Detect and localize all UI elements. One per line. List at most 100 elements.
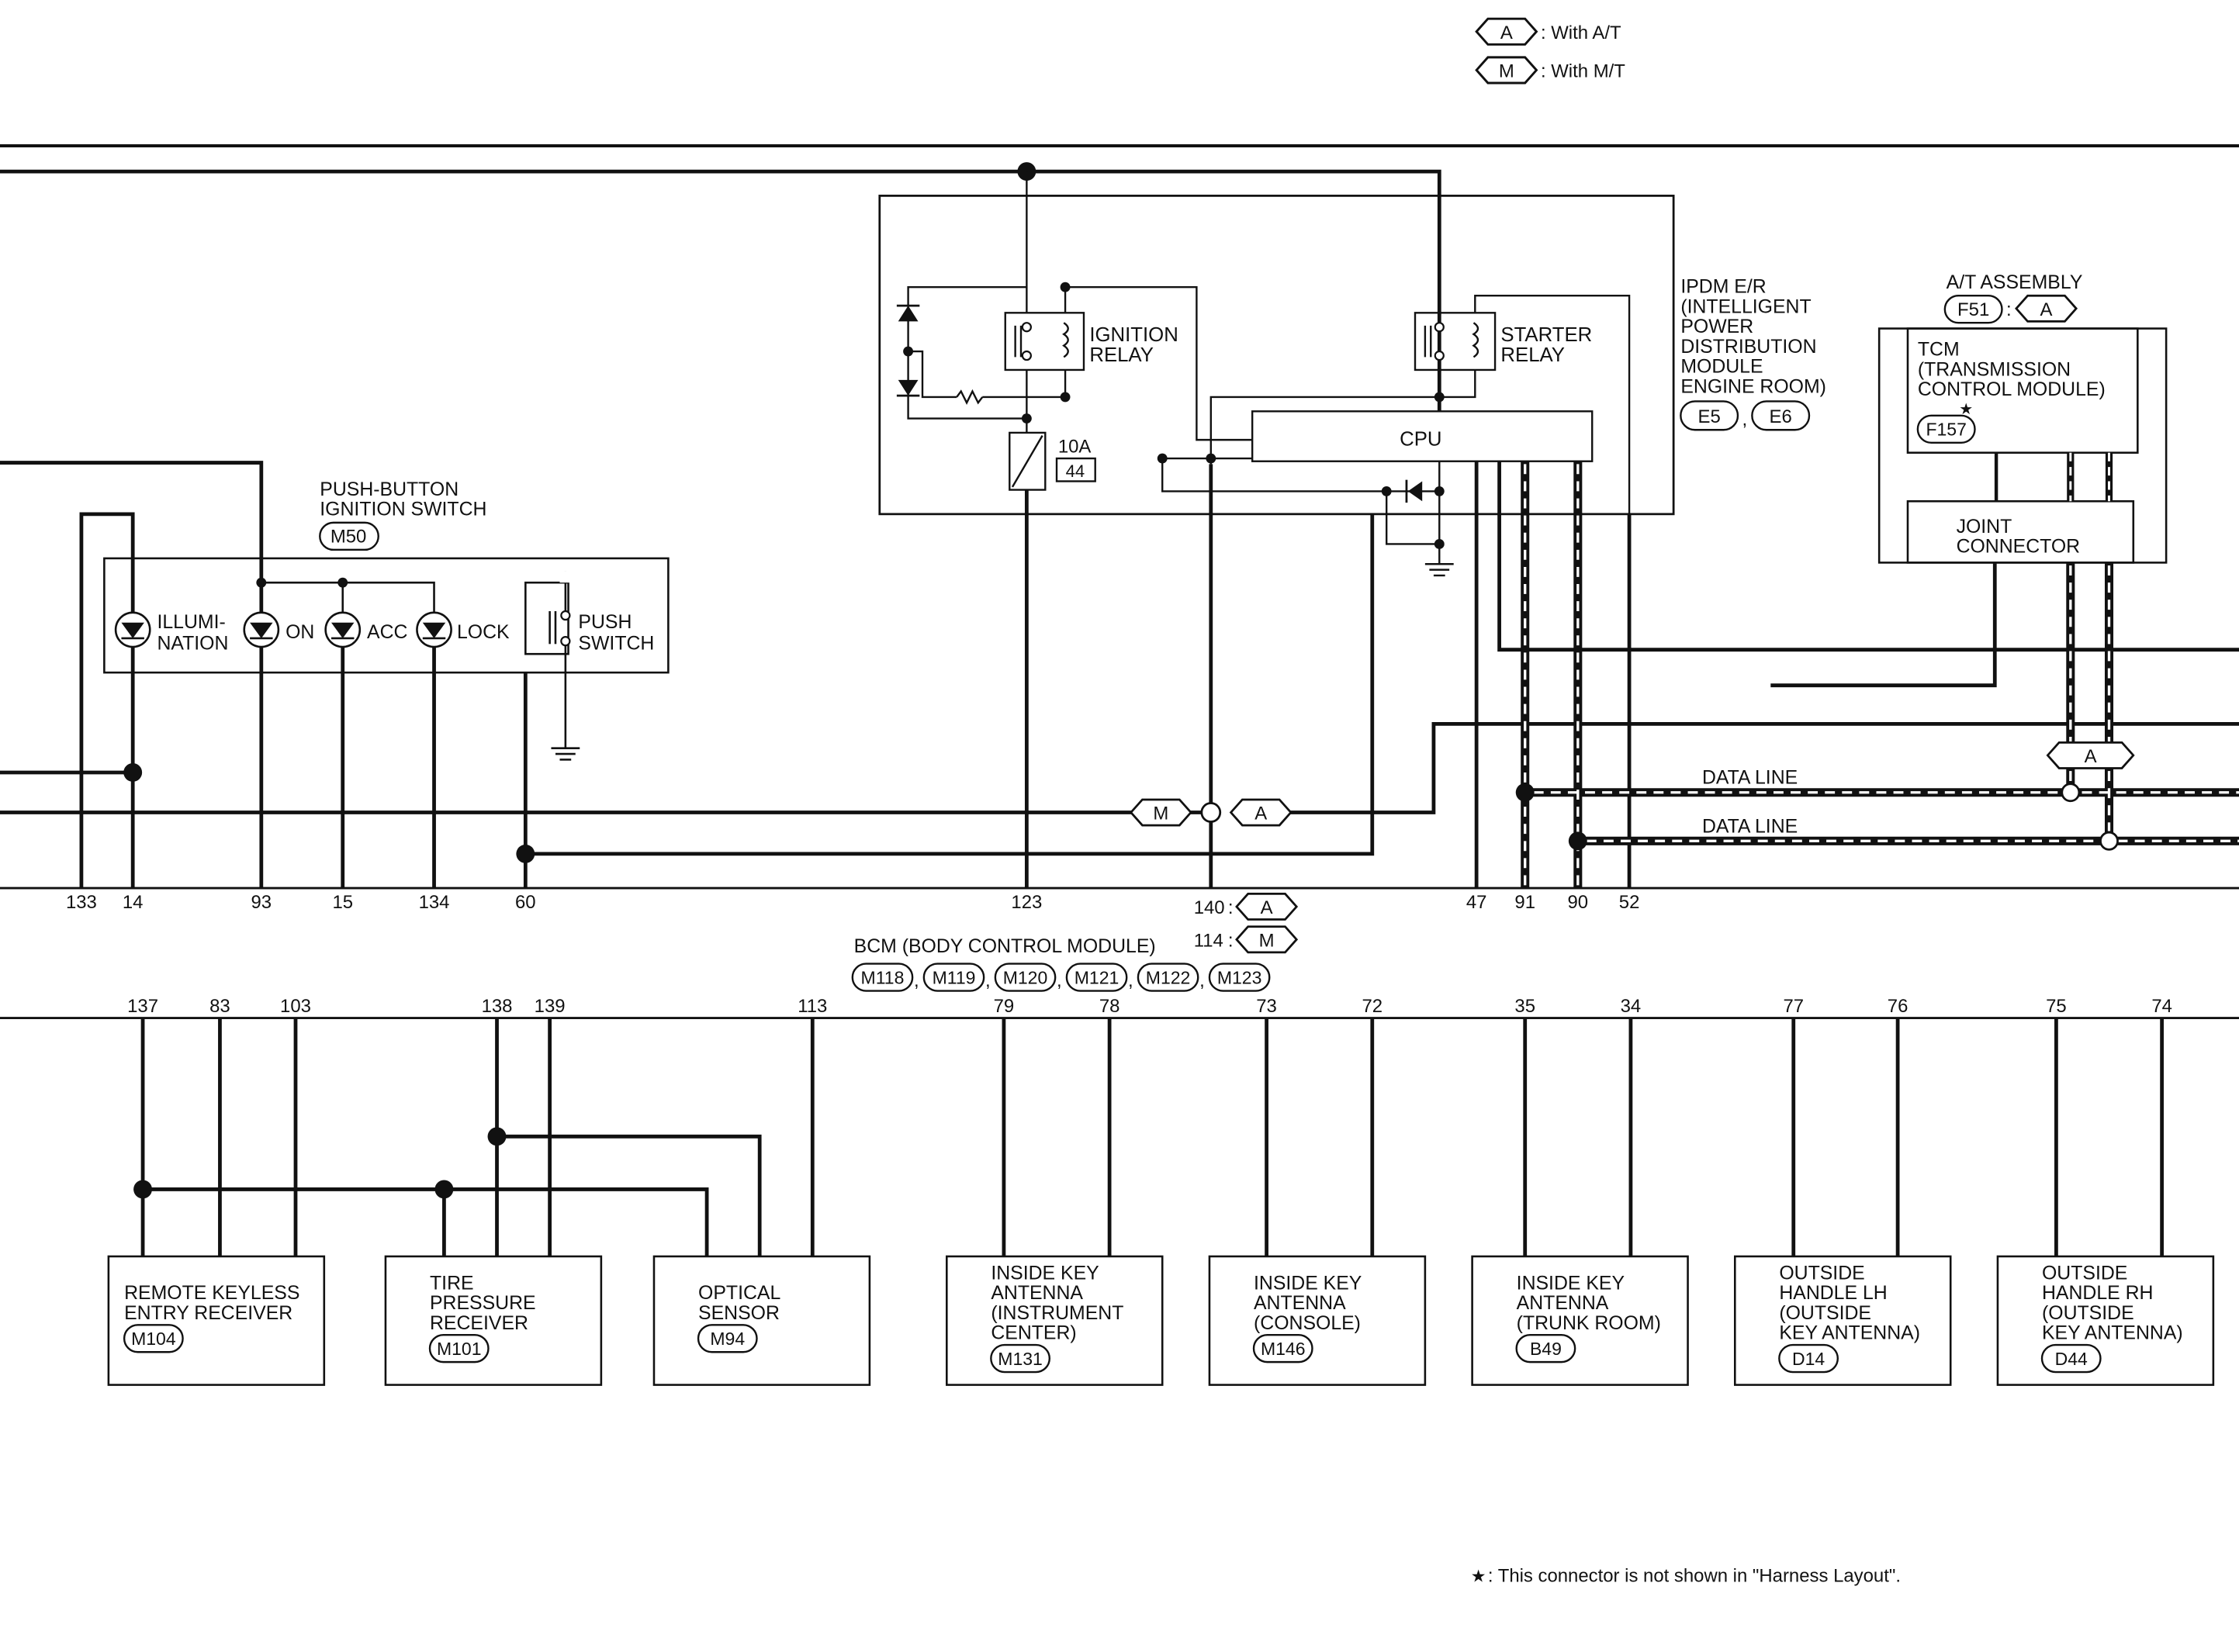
- bcm-pin-72: 72: [1362, 996, 1383, 1017]
- legend-mt-badge: [1475, 56, 1538, 85]
- ipdm-title-3: POWER: [1680, 316, 1753, 337]
- bcm-pin-34: 34: [1621, 996, 1642, 1017]
- bcm-pin-75: 75: [2046, 996, 2067, 1017]
- component-label: ANTENNA: [1254, 1293, 1346, 1314]
- at-assembly-title: A/T ASSEMBLY: [1947, 272, 2083, 293]
- illumination-label-1: ILLUMI-: [157, 612, 225, 633]
- upper-harness-wires: [0, 461, 2239, 889]
- bcm-pin-114: 114: [1194, 931, 1223, 952]
- component-connector-label: B49: [1530, 1339, 1562, 1359]
- bcm-connector-sep: ,: [1128, 970, 1133, 991]
- bcm-pin-73: 73: [1256, 996, 1277, 1017]
- component-connector-badge: [123, 1324, 184, 1353]
- component-box: [107, 1255, 326, 1386]
- component-label: KEY ANTENNA): [1779, 1323, 1920, 1344]
- bcm-pin-60: 60: [515, 892, 536, 913]
- cpu-box: [1251, 410, 1594, 462]
- component-label: KEY ANTENNA): [2042, 1323, 2183, 1344]
- tcm-conn-f157-label: F157: [1926, 420, 1966, 440]
- bcm-connector-badge: [922, 963, 985, 992]
- starter-relay-label-1: STARTER: [1500, 324, 1592, 346]
- legend-at-text: : With A/T: [1541, 22, 1621, 43]
- bcm-pin-91: 91: [1514, 892, 1535, 913]
- tcm-title-2: (TRANSMISSION: [1918, 359, 2071, 380]
- at-assembly: A/T ASSEMBLY F51 : A TCM (TRANSMISSION C…: [1877, 272, 2168, 564]
- bcm-pin-114-badge: [1235, 925, 1299, 954]
- at-code-label: A: [2040, 299, 2053, 320]
- component-label: (INSTRUMENT: [991, 1303, 1123, 1324]
- component-box: [1996, 1255, 2215, 1386]
- component-label: ENTRY RECEIVER: [124, 1303, 292, 1324]
- bcm-connector-sep: ,: [1199, 970, 1205, 991]
- component-label: OUTSIDE: [1779, 1263, 1864, 1284]
- bcm-connector-label: M121: [1075, 967, 1120, 987]
- push-button-title-2: IGNITION SWITCH: [320, 499, 486, 520]
- fuse-number-label: 44: [1066, 461, 1085, 481]
- lower-harness-wires: [140, 1018, 2165, 1256]
- bcm-pin-15: 15: [332, 892, 353, 913]
- bcm-connector-sep: ,: [914, 970, 919, 991]
- component-box: [384, 1255, 603, 1386]
- footnote: ★ : This connector is not shown in "Harn…: [1471, 1566, 1901, 1587]
- bcm-connector-sep: ,: [985, 970, 991, 991]
- component-connector-label: D44: [2055, 1349, 2088, 1369]
- bcm-pin-134: 134: [419, 892, 450, 913]
- bcm-connector-label: M120: [1003, 967, 1048, 987]
- component-label: ANTENNA: [991, 1283, 1083, 1304]
- bcm-pin-76: 76: [1888, 996, 1909, 1017]
- component-label: INSIDE KEY: [991, 1263, 1099, 1284]
- ipdm-conn-e5: [1680, 400, 1739, 431]
- bcm-connector-label: M123: [1217, 967, 1262, 987]
- component-box: [1471, 1255, 1689, 1386]
- push-switch-label-1: PUSH: [578, 612, 632, 633]
- component-connector-badge: [1515, 1333, 1576, 1363]
- diode-cpu: [1407, 481, 1423, 502]
- footnote-star: ★: [1471, 1567, 1486, 1586]
- push-button-ignition-switch: PUSH-BUTTON IGNITION SWITCH M50 ILLUMI- …: [103, 479, 670, 761]
- bcm-pin-103: 103: [280, 996, 311, 1017]
- ipdm-title-2: (INTELLIGENT: [1680, 296, 1811, 317]
- bcm-pin-47: 47: [1466, 892, 1487, 913]
- bcm-pin-140-badge: [1235, 893, 1299, 921]
- bcm-label: BCM (BODY CONTROL MODULE): [854, 936, 1156, 957]
- diode-upper: [898, 306, 919, 322]
- component-label: SENSOR: [698, 1303, 780, 1324]
- bcm-pin-137: 137: [127, 996, 158, 1017]
- bcm-pin-93: 93: [251, 892, 272, 913]
- bcm-connector-badge: [1137, 963, 1199, 992]
- component-label: (OUTSIDE: [2042, 1303, 2134, 1324]
- ipdm-conn-e6-label: E6: [1770, 406, 1792, 427]
- ipdm-title-5: MODULE: [1680, 357, 1763, 378]
- component-box: [946, 1255, 1164, 1386]
- fuse-number-box: [1055, 457, 1096, 482]
- ipdm-conn-e5-label: E5: [1698, 406, 1721, 427]
- tcm-conn-f157: [1916, 414, 1976, 444]
- bcm-pin-79: 79: [994, 996, 1015, 1017]
- component-box: [1208, 1255, 1427, 1386]
- fuse-amp-label: 10A: [1058, 437, 1092, 458]
- lock-label: LOCK: [457, 622, 510, 643]
- legend-at-code: A: [1500, 22, 1513, 43]
- data-lines: DATA LINE DATA LINE: [1515, 461, 2239, 889]
- ipdm-title-4: DISTRIBUTION: [1680, 337, 1816, 358]
- footnote-text: : This connector is not shown in "Harnes…: [1488, 1566, 1901, 1587]
- junction-a-badge: [1229, 798, 1293, 827]
- bcm-pin-133: 133: [66, 892, 97, 913]
- junction-m-label: M: [1153, 804, 1168, 824]
- component-label: (TRUNK ROOM): [1517, 1313, 1661, 1334]
- tcm-title-1: TCM: [1918, 340, 1960, 361]
- data-line-label-1: DATA LINE: [1702, 768, 1798, 789]
- bcm-connector-badge: [1208, 963, 1271, 992]
- ipdm-er: IGNITION RELAY STARTER RELAY CPU 10A 44 …: [878, 171, 1826, 577]
- component-label: CENTER): [991, 1323, 1076, 1344]
- data-line-label-2: DATA LINE: [1702, 816, 1798, 837]
- tcm-title-3: CONTROL MODULE): [1918, 379, 2106, 400]
- component-connector-badge: [697, 1324, 758, 1353]
- component-connector-badge: [1252, 1333, 1313, 1363]
- bcm-connector-label: M119: [933, 967, 976, 987]
- bcm-pin-140: 140: [1194, 897, 1225, 918]
- joint-a-badge: [2046, 741, 2135, 769]
- at-code-badge: [2015, 294, 2078, 323]
- bcm-pin-77: 77: [1783, 996, 1804, 1017]
- component-connector-badge: [2040, 1343, 2102, 1374]
